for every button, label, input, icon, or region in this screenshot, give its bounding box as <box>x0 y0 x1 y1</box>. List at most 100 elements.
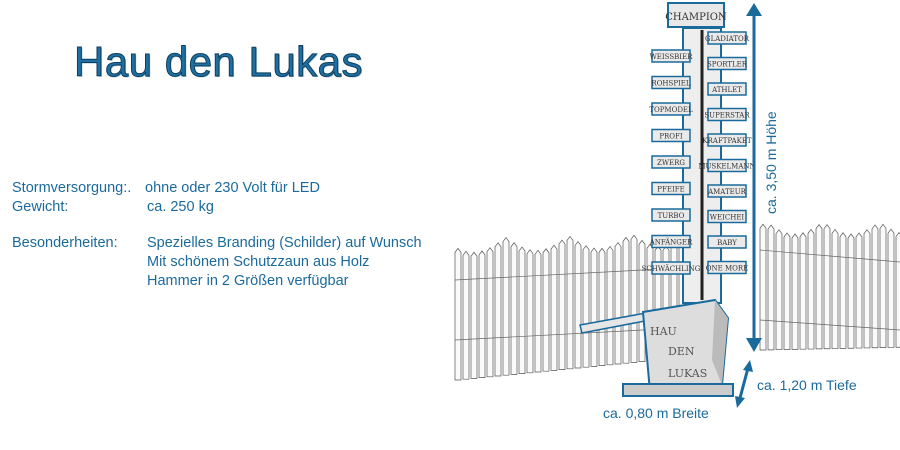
fence-picket <box>582 245 590 368</box>
fence-picket <box>775 229 783 351</box>
spec-value: Hammer in 2 Größen verfügbar <box>147 273 349 289</box>
height-arrow <box>746 3 762 352</box>
fence-picket <box>815 224 823 350</box>
scale-sign: WEICHEI <box>707 209 747 224</box>
scale-sign-text: BABY <box>717 239 737 247</box>
spec-row-features: Besonderheiten: Spezielles Branding (Sch… <box>0 234 470 253</box>
fence-picket <box>550 244 558 371</box>
scale-sign-text: KRAFTPAKET <box>702 137 752 145</box>
fence-picket <box>847 233 855 349</box>
scale-sign: SCHWÄCHLING <box>642 261 701 275</box>
fence-picket <box>478 250 486 378</box>
base-box: HAU DEN LUKAS <box>622 298 734 397</box>
spec-label: Gewicht: <box>12 199 69 215</box>
scale-sign: ATHLET <box>707 82 747 96</box>
fence-picket <box>871 224 879 349</box>
scale-sign-text: TOPMODEL <box>649 106 693 114</box>
scale-sign: ANFÄNGER <box>649 234 693 249</box>
spec-row-power: Stormversorgung:. ohne oder 230 Volt für… <box>0 179 470 198</box>
fence-rail <box>759 319 900 331</box>
fence-rail <box>454 267 681 281</box>
fence-picket <box>462 250 470 380</box>
fence-picket <box>558 239 566 370</box>
fence-picket <box>783 232 791 350</box>
fence-picket <box>598 247 606 366</box>
scale-sign: TURBO <box>651 208 691 222</box>
scale-sign-text: SCHWÄCHLING <box>642 264 701 273</box>
scale-sign: PROFI <box>651 128 691 143</box>
fence-picket <box>574 240 582 369</box>
scale-sign: TOPMODEL <box>649 102 693 116</box>
depth-arrow <box>735 360 753 408</box>
scale-sign: ROHSPIEL <box>651 75 691 90</box>
fence-picket <box>590 247 598 367</box>
fence-picket <box>799 232 807 350</box>
scale-sign-text: SPORTLER <box>707 61 748 69</box>
top-sign-text: CHAMPION <box>665 12 727 23</box>
scale-sign: SPORTLER <box>707 56 748 71</box>
fence-picket <box>502 236 510 376</box>
scale-sign-text: ROHSPIEL <box>651 80 690 88</box>
fence-picket <box>606 245 614 366</box>
fence-picket <box>494 242 502 377</box>
scale-sign: SUPERSTAR <box>704 107 750 122</box>
spec-value: ca. 250 kg <box>147 199 214 215</box>
scale-sign: BABY <box>707 235 747 249</box>
fence-picket <box>542 248 550 372</box>
fence-rail <box>759 249 900 263</box>
fence-picket <box>807 228 815 350</box>
fence-picket <box>831 228 839 349</box>
scale-sign-text: ANFÄNGER <box>649 238 693 247</box>
fence-picket <box>518 246 526 374</box>
box-text-1: HAU <box>650 325 677 338</box>
scale-sign: ONE MORE <box>706 260 749 275</box>
scale-sign-text: TURBO <box>658 212 685 220</box>
fence-picket <box>454 247 462 381</box>
scale-sign-text: PROFI <box>659 133 683 141</box>
scale-sign-text: ZWERG <box>657 159 685 167</box>
scale-sign: PFEIFE <box>651 181 691 196</box>
scale-sign-text: SUPERSTAR <box>704 112 750 120</box>
height-label: ca. 3,50 m Höhe <box>763 111 779 214</box>
fence-picket <box>486 247 494 378</box>
scale-sign-text: MUSKELMANN <box>698 163 755 171</box>
scale-sign: ZWERG <box>651 155 691 169</box>
top-sign: CHAMPION <box>665 2 727 28</box>
spec-row-feature-2: Mit schönem Schutzzaun aus Holz <box>0 253 470 272</box>
fence-picket <box>791 233 799 350</box>
scale-sign-text: ATHLET <box>711 86 742 94</box>
scale-sign-text: ONE MORE <box>706 265 749 273</box>
fence-picket <box>566 235 574 370</box>
fence-picket <box>879 223 887 348</box>
page-title: Hau den Lukas <box>73 38 364 86</box>
fence-picket <box>759 223 767 351</box>
fence-picket <box>614 242 622 365</box>
fence-picket <box>855 232 863 349</box>
fence-picket <box>767 224 775 351</box>
scale-sign-text: GLADIATOR <box>705 35 750 43</box>
spec-row-feature-3: Hammer in 2 Größen verfügbar <box>0 272 470 291</box>
fence-picket <box>630 234 638 363</box>
fence-picket <box>534 249 542 373</box>
box-text-2: DEN <box>668 345 695 358</box>
scale-sign: KRAFTPAKET <box>702 133 752 147</box>
spec-value: Spezielles Branding (Schilder) auf Wunsc… <box>147 235 422 251</box>
fence-picket <box>887 228 895 348</box>
fence-picket <box>470 251 478 379</box>
scale-sign-text: PFEIFE <box>657 186 684 194</box>
fence-picket <box>638 239 646 362</box>
fence-picket <box>839 232 847 349</box>
box-text-3: LUKAS <box>668 367 707 380</box>
scale-sign: GLADIATOR <box>705 31 750 45</box>
spec-label: Stormversorgung:. <box>12 180 132 196</box>
scale-sign-text: AMATEUR <box>707 188 747 196</box>
scale-sign-text: WEISSBIER <box>650 53 694 61</box>
scale-sign: MUSKELMANN <box>698 158 756 173</box>
spec-row-weight: Gewicht: ca. 250 kg <box>0 198 470 217</box>
fence-picket <box>622 236 630 364</box>
scale-sign-text: WEICHEI <box>710 214 745 222</box>
scale-sign: AMATEUR <box>707 184 747 198</box>
fence-picket <box>526 249 534 374</box>
scale-sign: WEISSBIER <box>650 49 694 63</box>
